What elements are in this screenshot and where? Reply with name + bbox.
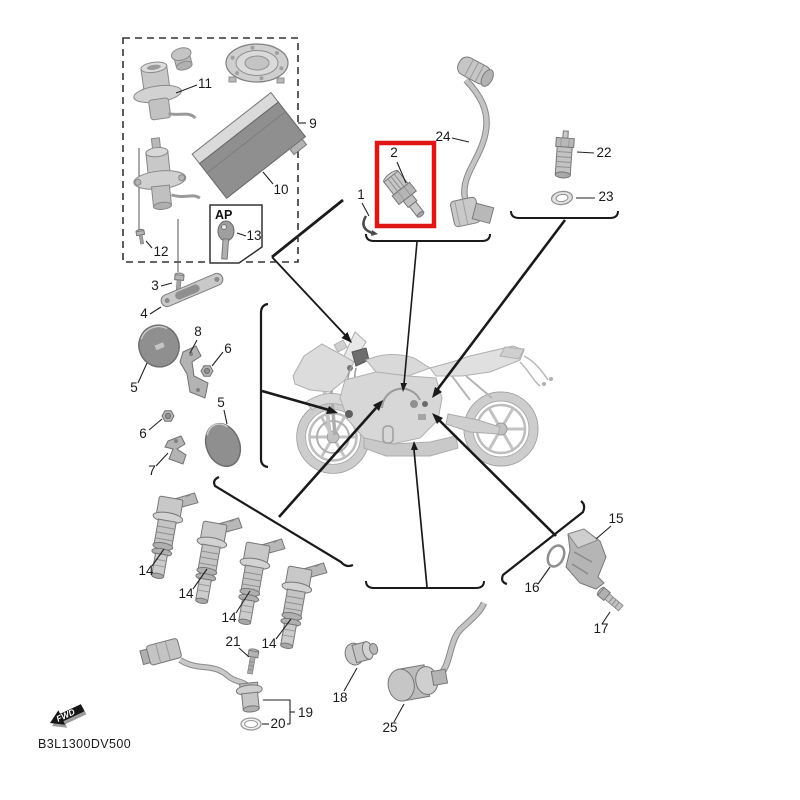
part-5-horn-lower[interactable] (199, 418, 246, 471)
ap-label: AP (215, 208, 232, 222)
part-8-bracket[interactable] (179, 345, 209, 399)
part-23-washer[interactable] (550, 190, 574, 206)
part-10-control-unit[interactable] (191, 91, 310, 204)
callout-leaders (137, 84, 612, 723)
callout-13[interactable]: 13 (246, 228, 261, 243)
part-16-oring[interactable] (545, 543, 568, 569)
part-12-screw[interactable] (135, 228, 146, 245)
part-14-ignition-coil-3[interactable] (228, 532, 287, 630)
fwd-arrow-icon: FWD (50, 704, 87, 728)
diagram-code: B3L1300DV500 (38, 737, 131, 751)
callout-9[interactable]: 9 (309, 116, 317, 131)
part-14-ignition-coil-2[interactable] (185, 511, 244, 609)
callout-14d[interactable]: 14 (261, 636, 277, 651)
callout-1[interactable]: 1 (357, 187, 365, 202)
callout-21[interactable]: 21 (225, 634, 240, 649)
part-2-sensor[interactable] (380, 167, 430, 222)
callout-8[interactable]: 8 (194, 324, 202, 339)
part-9-fuel-cap[interactable] (225, 43, 289, 84)
callout-23[interactable]: 23 (598, 189, 613, 204)
part-19-crank-sensor[interactable] (139, 638, 264, 713)
part-24-sensor-cable[interactable] (450, 54, 497, 228)
part-9-lower-switch[interactable] (130, 134, 201, 212)
callout-10[interactable]: 10 (273, 182, 288, 197)
callout-14a[interactable]: 14 (138, 563, 154, 578)
callout-5b[interactable]: 5 (217, 395, 225, 410)
callout-6b[interactable]: 6 (139, 426, 147, 441)
callout-17[interactable]: 17 (593, 621, 608, 636)
callout-5a[interactable]: 5 (130, 380, 138, 395)
callout-24[interactable]: 24 (435, 129, 451, 144)
part-3-screw[interactable] (174, 272, 185, 292)
callout-15[interactable]: 15 (608, 511, 623, 526)
part-15-sensor[interactable] (565, 528, 607, 590)
callout-12[interactable]: 12 (153, 244, 168, 259)
part-20-oring[interactable] (240, 717, 262, 731)
callout-22[interactable]: 22 (596, 145, 611, 160)
part-6-nut-upper[interactable] (200, 365, 214, 377)
callout-4[interactable]: 4 (140, 306, 148, 321)
callout-3[interactable]: 3 (151, 278, 159, 293)
bracket-19-20 (262, 699, 295, 725)
callout-6a[interactable]: 6 (224, 341, 232, 356)
part-4-bracket-strip[interactable] (159, 272, 224, 309)
part-1-clip[interactable] (362, 215, 378, 236)
callout-11[interactable]: 11 (198, 76, 212, 91)
part-5-horn-upper[interactable] (133, 319, 186, 373)
part-17-bolt[interactable] (596, 586, 624, 612)
callout-19[interactable]: 19 (298, 705, 313, 720)
leader-arrows (213, 198, 619, 589)
callout-2[interactable]: 2 (390, 145, 398, 160)
callout-18[interactable]: 18 (332, 690, 347, 705)
callout-7[interactable]: 7 (148, 463, 156, 478)
callout-25[interactable]: 25 (382, 720, 397, 735)
part-25-sensor[interactable] (386, 601, 487, 703)
part-7-bracket[interactable] (164, 435, 187, 465)
part-22-sensor[interactable] (554, 130, 575, 179)
highlight-box (374, 140, 437, 229)
callout-14c[interactable]: 14 (221, 610, 237, 625)
part-18-sensor[interactable] (343, 637, 381, 667)
part-21-bolt[interactable] (245, 648, 260, 675)
part-14-ignition-coil-4[interactable] (270, 556, 329, 654)
callout-14b[interactable]: 14 (178, 586, 194, 601)
part-13-key[interactable] (217, 220, 235, 260)
motorcycle-illustration (292, 331, 553, 473)
callout-16[interactable]: 16 (524, 580, 539, 595)
callout-20[interactable]: 20 (270, 716, 285, 731)
part-11-main-switch[interactable] (129, 46, 197, 126)
part-6-nut-lower[interactable] (161, 410, 175, 422)
